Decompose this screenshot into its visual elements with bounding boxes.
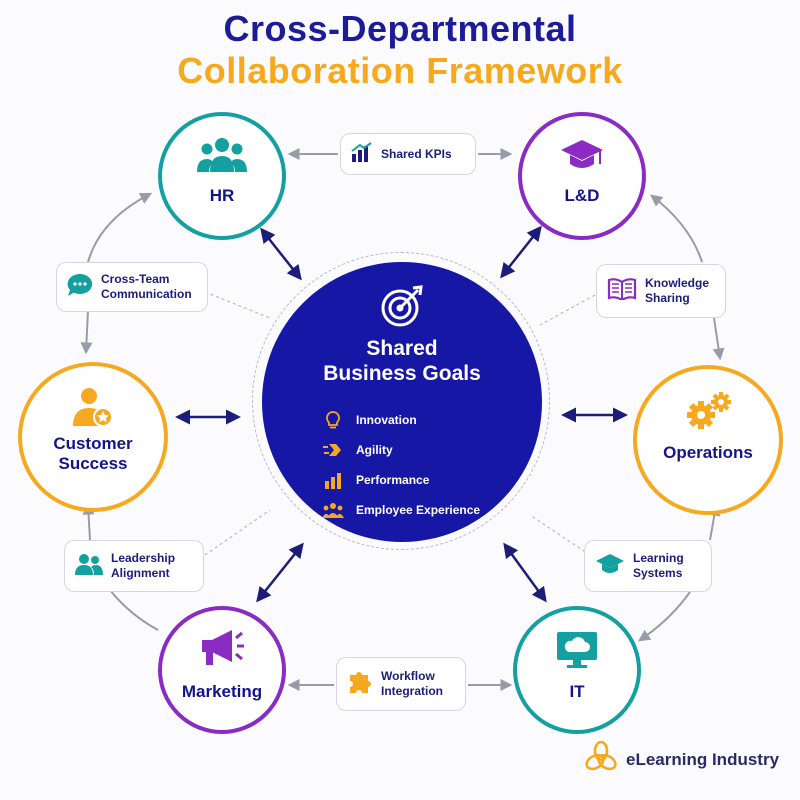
goal-label: Performance	[356, 473, 430, 487]
node-it: IT	[513, 606, 641, 734]
monitor-cloud-icon	[555, 630, 599, 675]
link-label-line-1: Workflow	[381, 669, 435, 683]
node-label: HR	[209, 186, 235, 205]
megaphone-icon	[198, 628, 246, 673]
link-shared-kpis: Shared KPIs	[340, 133, 476, 175]
goal-item: Performance	[322, 469, 429, 491]
goal-label: Employee Experience	[356, 503, 481, 517]
title-line-2: Collaboration Framework	[177, 50, 623, 91]
node-operations: Operations	[633, 365, 783, 515]
node-hr: HR	[158, 112, 286, 240]
node-label-line-1: Customer	[53, 434, 133, 453]
link-leadership-alignment: Leadership Alignment	[64, 540, 204, 592]
goal-label: Agility	[356, 443, 393, 457]
link-text: Cross-Team Communication	[101, 272, 192, 302]
target-icon	[380, 284, 424, 333]
node-label-line-2: Success	[58, 454, 128, 473]
link-label-line-2: Integration	[381, 684, 443, 698]
customer-star-icon	[73, 386, 113, 433]
shared-goals-hub: Shared Business Goals Innovation Agility…	[262, 262, 542, 542]
graduation-cap-icon	[595, 552, 625, 581]
link-label: Shared KPIs	[381, 146, 452, 161]
team-icon	[197, 136, 247, 177]
link-label-line-1: Knowledge	[645, 276, 710, 290]
elearning-logo-icon	[584, 740, 618, 779]
team-icon	[75, 553, 103, 580]
link-label-line-1: Learning	[633, 551, 684, 565]
hub-title-line-1: Shared	[366, 337, 438, 360]
dashed-links	[204, 291, 596, 556]
brand-name: eLearning Industry	[626, 749, 780, 769]
node-marketing: Marketing	[158, 606, 286, 734]
node-customer-success: Customer Success	[18, 362, 168, 512]
node-ld: L&D	[518, 112, 646, 240]
book-icon	[607, 277, 637, 305]
link-text: Workflow Integration	[381, 669, 443, 699]
chat-bubble-icon	[67, 273, 93, 302]
link-label-line-2: Alignment	[111, 566, 170, 580]
bar-chart-icon	[322, 471, 344, 489]
link-label-line-2: Communication	[101, 287, 192, 301]
goal-item: Agility	[322, 439, 393, 461]
gears-icon	[683, 391, 733, 436]
link-text: Leadership Alignment	[111, 551, 175, 581]
goal-label: Innovation	[356, 413, 417, 427]
puzzle-icon	[347, 669, 373, 700]
node-label: Marketing	[181, 682, 263, 701]
hub-title-line-2: Business Goals	[323, 362, 481, 385]
graduation-cap-icon	[560, 138, 604, 179]
node-label: IT	[569, 682, 585, 701]
link-text: Learning Systems	[633, 551, 684, 581]
link-label-line-1: Cross-Team	[101, 272, 170, 286]
people-icon	[322, 502, 344, 518]
link-label-line-1: Leadership	[111, 551, 176, 565]
node-label: Operations	[663, 443, 753, 462]
goal-item: Innovation	[322, 409, 417, 431]
speed-arrow-icon	[322, 442, 344, 458]
node-label: L&D	[564, 186, 600, 205]
brand: eLearning Industry	[584, 740, 779, 779]
center-ring	[252, 252, 550, 550]
link-label-line-2: Sharing	[645, 291, 690, 305]
link-cross-team-communication: Cross-Team Communication	[56, 262, 208, 312]
goal-item: Employee Experience	[322, 499, 480, 521]
hub-arrows	[175, 225, 628, 603]
link-knowledge-sharing: Knowledge Sharing	[596, 264, 726, 318]
link-label-line-2: Systems	[633, 566, 683, 580]
lightbulb-icon	[322, 410, 344, 430]
growth-chart-icon	[351, 141, 373, 167]
title-line-1: Cross-Departmental	[223, 8, 577, 49]
link-workflow-integration: Workflow Integration	[336, 657, 466, 711]
link-learning-systems: Learning Systems	[584, 540, 712, 592]
link-text: Knowledge Sharing	[645, 276, 709, 306]
